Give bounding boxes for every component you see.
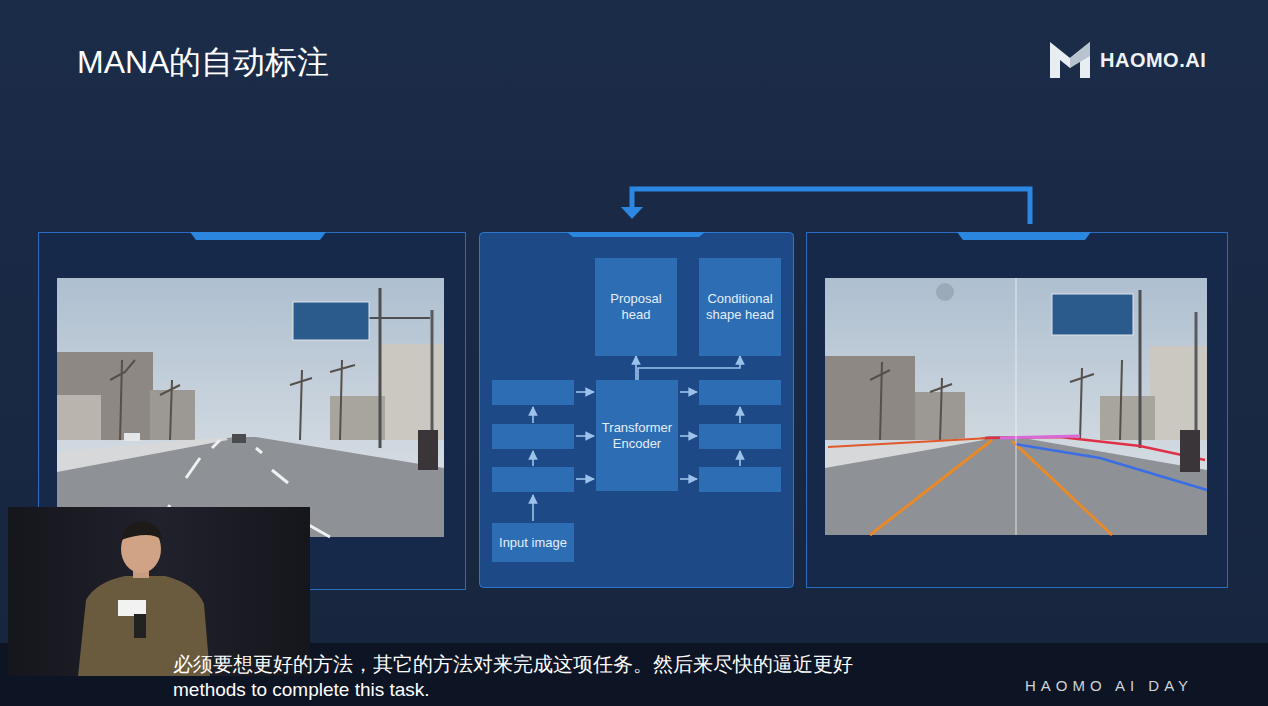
lane-annotation xyxy=(1015,444,1207,490)
flow-connector xyxy=(635,356,637,380)
logo-text: HAOMO.AI xyxy=(1100,48,1206,72)
subtitle-chinese: 必须要想更好的方法，其它的方法对来完成这项任务。然后来尽快的逼近更好 xyxy=(173,652,853,676)
event-watermark: HAOMO AI DAY xyxy=(1025,676,1193,695)
flow-arrow xyxy=(532,451,534,466)
pole xyxy=(431,310,434,444)
building xyxy=(330,396,385,440)
model-block: Conditional shape head xyxy=(699,258,781,356)
feature-block xyxy=(699,467,781,492)
panel-tab xyxy=(190,232,326,240)
feature-block xyxy=(492,424,574,449)
panel-tab xyxy=(567,232,705,237)
building xyxy=(150,390,195,440)
annotated-photo xyxy=(825,278,1207,535)
photo-sky xyxy=(825,278,1207,535)
flow-arrow xyxy=(576,478,594,480)
flow-arrow xyxy=(739,407,741,423)
logo-shape xyxy=(1050,42,1090,78)
feature-blocks xyxy=(492,380,781,492)
edge-annotation xyxy=(1000,436,1080,438)
feedback-arrow xyxy=(632,189,1030,224)
building xyxy=(57,395,101,440)
feature-block xyxy=(699,380,781,405)
feature-block xyxy=(699,424,781,449)
cyclist xyxy=(418,430,438,470)
building xyxy=(825,356,915,440)
car xyxy=(232,434,246,443)
flow-arrow xyxy=(680,391,697,393)
model-block: Transformer Encoder xyxy=(596,380,678,491)
road-sign xyxy=(1052,294,1133,335)
flow-arrow xyxy=(680,478,697,480)
speaker-video xyxy=(8,507,310,676)
flow-arrow xyxy=(739,451,741,466)
flow-arrow xyxy=(576,435,594,437)
lane-annotation xyxy=(1012,441,1112,535)
car xyxy=(124,433,140,441)
block-label: Conditional shape head xyxy=(703,291,777,323)
video-ground xyxy=(8,507,310,676)
mic-flag xyxy=(118,600,146,616)
speaker-hair xyxy=(121,522,162,540)
pole-arm xyxy=(369,317,430,319)
pole xyxy=(1195,312,1198,446)
lens-spot xyxy=(936,283,954,301)
street-photo xyxy=(57,278,444,537)
road-sign xyxy=(293,302,369,340)
block-label: Transformer Encoder xyxy=(600,420,674,452)
split-line xyxy=(1016,278,1017,535)
pole xyxy=(1139,290,1142,448)
logo-shade xyxy=(1070,42,1090,68)
output-panel xyxy=(807,233,1228,588)
model-block: Input image xyxy=(492,523,574,562)
model-block: Proposal head xyxy=(595,258,677,356)
cyclist xyxy=(1180,430,1200,472)
subtitle-english: methods to complete this task. xyxy=(173,678,430,701)
flow-arrow xyxy=(532,407,534,423)
feedback-arrow-head xyxy=(621,207,643,219)
microphone xyxy=(134,614,146,638)
block-label: Proposal head xyxy=(599,291,673,323)
logo-icon xyxy=(1050,42,1090,78)
building xyxy=(1100,396,1155,440)
panel-tab xyxy=(957,232,1091,240)
block-label: Input image xyxy=(499,535,567,551)
flow-connector xyxy=(638,356,740,380)
curb-annotation xyxy=(828,438,990,447)
feature-block xyxy=(492,467,574,492)
flow-arrow xyxy=(576,391,594,393)
slide-title: MANA的自动标注 xyxy=(77,42,329,82)
building xyxy=(1150,346,1207,440)
curtain xyxy=(8,507,310,676)
photo-sky xyxy=(57,278,444,537)
pole xyxy=(379,288,382,448)
guardrail xyxy=(57,437,228,472)
tree-branches xyxy=(870,360,1122,440)
building xyxy=(57,352,153,440)
model-panel xyxy=(480,233,794,588)
building xyxy=(378,344,444,440)
lane-annotation xyxy=(870,440,992,535)
flow-arrow xyxy=(532,495,534,521)
flow-arrow xyxy=(680,435,697,437)
feature-block xyxy=(492,380,574,405)
tree-branches xyxy=(110,360,355,440)
